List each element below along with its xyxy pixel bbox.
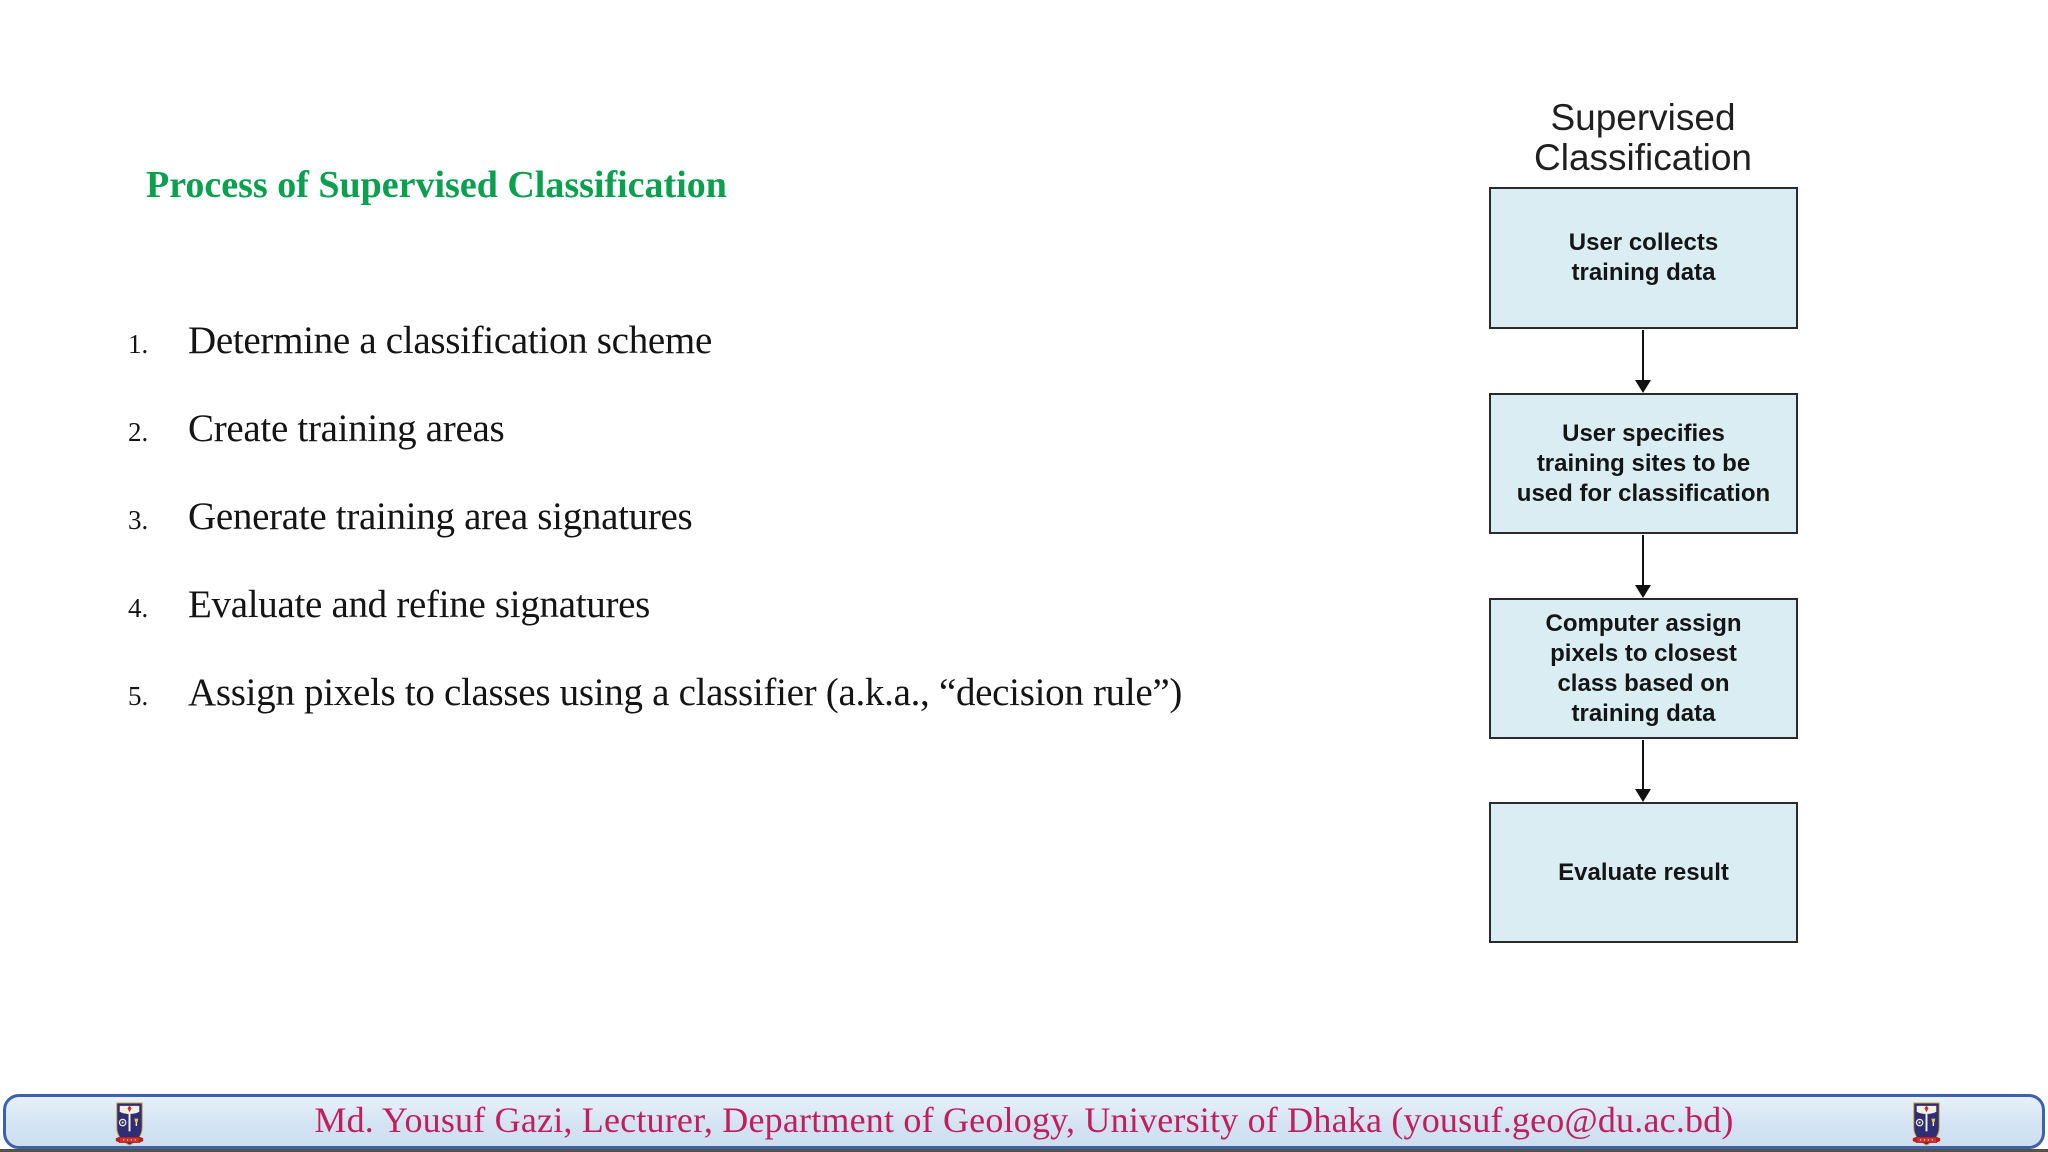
step-text: Evaluate and refine signatures (188, 583, 651, 626)
step-number: 5. (128, 681, 149, 711)
process-steps-list: 1. Determine a classification scheme 2. … (118, 318, 1182, 758)
step-text: Create training areas (188, 407, 505, 450)
step-text: Determine a classification scheme (188, 319, 712, 362)
flowchart-title: Supervised Classification (1534, 97, 1752, 178)
university-of-dhaka-logo-icon (1912, 1102, 1941, 1146)
list-item: 5. Assign pixels to classes using a clas… (118, 670, 1182, 720)
arrow-head (1635, 585, 1651, 598)
step-number: 3. (128, 505, 149, 535)
flow-arrow-down-icon (1635, 330, 1651, 393)
step-number: 4. (128, 593, 149, 623)
flowchart-box-evaluate-result: Evaluate result (1489, 802, 1798, 943)
list-item: 4. Evaluate and refine signatures (118, 582, 1182, 632)
bottom-edge-strip (0, 1149, 2048, 1152)
flow-arrow-down-icon (1635, 740, 1651, 802)
step-text: Assign pixels to classes using a classif… (188, 671, 1183, 714)
flowchart-box-user-collects: User collects training data (1489, 187, 1798, 329)
step-text: Generate training area signatures (188, 495, 693, 538)
flow-arrow-down-icon (1635, 535, 1651, 598)
list-item: 1. Determine a classification scheme (118, 318, 1182, 368)
list-item: 2. Create training areas (118, 406, 1182, 456)
arrow-shaft (1642, 535, 1644, 585)
footer-credit-text: Md. Yousuf Gazi, Lecturer, Department of… (314, 1100, 1734, 1140)
footer-credit-bar: Md. Yousuf Gazi, Lecturer, Department of… (3, 1094, 2045, 1149)
flowchart-box-user-specifies: User specifies training sites to be used… (1489, 393, 1798, 534)
arrow-shaft (1642, 740, 1644, 789)
step-number: 2. (128, 417, 149, 447)
arrow-head (1635, 380, 1651, 393)
step-number: 1. (128, 329, 149, 359)
page-title: Process of Supervised Classification (146, 164, 727, 206)
arrow-shaft (1642, 330, 1644, 380)
flowchart-box-computer-assigns: Computer assign pixels to closest class … (1489, 598, 1798, 739)
list-item: 3. Generate training area signatures (118, 494, 1182, 544)
university-of-dhaka-logo-icon (115, 1102, 144, 1146)
arrow-head (1635, 789, 1651, 802)
